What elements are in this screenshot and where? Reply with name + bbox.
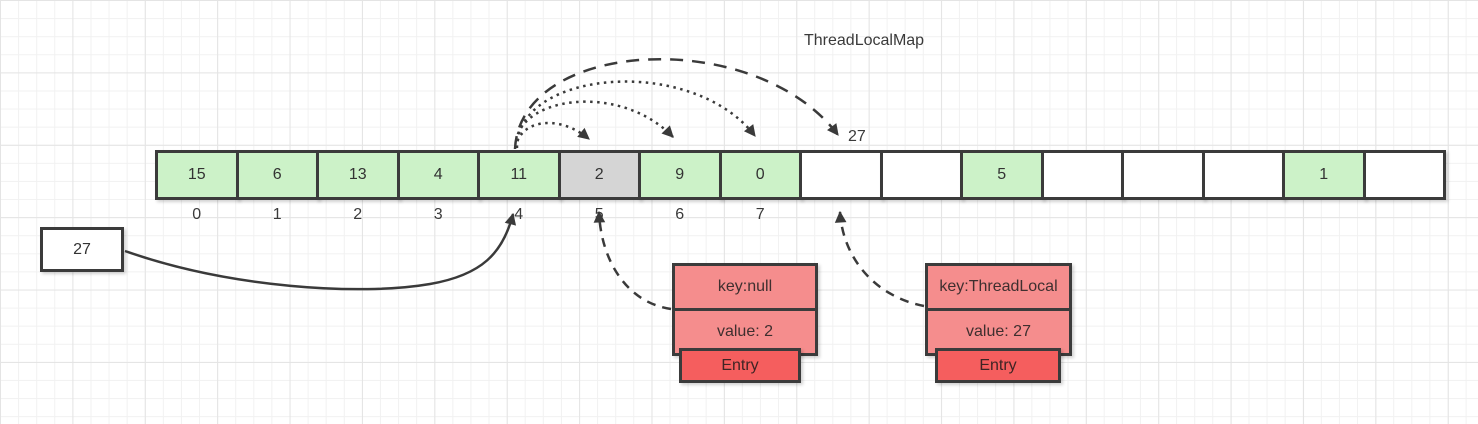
array-cell-13 (1201, 150, 1285, 200)
entry-threadlocal-tag: Entry (935, 348, 1061, 383)
array-cell-10: 5 (960, 150, 1044, 200)
array-cell-12 (1121, 150, 1205, 200)
probe-target-label: 27 (848, 128, 866, 145)
index-label-2: 2 (353, 206, 363, 223)
arrow-probe-slot8 (513, 58, 839, 150)
array-cell-7: 0 (718, 150, 802, 200)
array-cell-8 (799, 150, 883, 200)
array-cell-0: 15 (155, 150, 239, 200)
entry-threadlocal-value: value: 27 (928, 308, 1069, 353)
hash-value-box: 27 (40, 227, 124, 272)
entry-stale-value: value: 2 (675, 308, 815, 353)
index-label-3: 3 (433, 206, 443, 223)
index-row: 0 1 2 3 4 5 6 7 (155, 206, 1445, 228)
array-cell-5: 2 (557, 150, 641, 200)
entry-stale-tag: Entry (679, 348, 801, 383)
index-label-1: 1 (272, 206, 282, 223)
entry-stale-key: key:null (717, 278, 773, 295)
index-label-6: 6 (675, 206, 685, 223)
index-label-0: 0 (192, 206, 202, 223)
array-cell-14: 1 (1282, 150, 1366, 200)
index-label-5: 5 (594, 206, 604, 223)
array-cell-9 (879, 150, 963, 200)
arrow-probe-slot5 (514, 121, 590, 149)
entry-threadlocal-key: key:ThreadLocal (939, 278, 1058, 295)
array-cell-4: 11 (477, 150, 561, 200)
arrow-probe-slot7 (515, 80, 756, 149)
array-cell-1: 6 (235, 150, 319, 200)
diagram-title: ThreadLocalMap (804, 32, 925, 49)
array-cell-15 (1362, 150, 1446, 200)
index-label-7: 7 (755, 206, 765, 223)
array-cell-6: 9 (638, 150, 722, 200)
array-cell-2: 13 (316, 150, 400, 200)
array-cell-11 (1040, 150, 1124, 200)
entry-stale: key:null value: 2 (672, 263, 818, 356)
entry-threadlocal: key:ThreadLocal value: 27 (925, 263, 1072, 356)
array-cell-3: 4 (396, 150, 480, 200)
index-label-4: 4 (514, 206, 524, 223)
arrow-probe-slot6 (514, 100, 674, 149)
